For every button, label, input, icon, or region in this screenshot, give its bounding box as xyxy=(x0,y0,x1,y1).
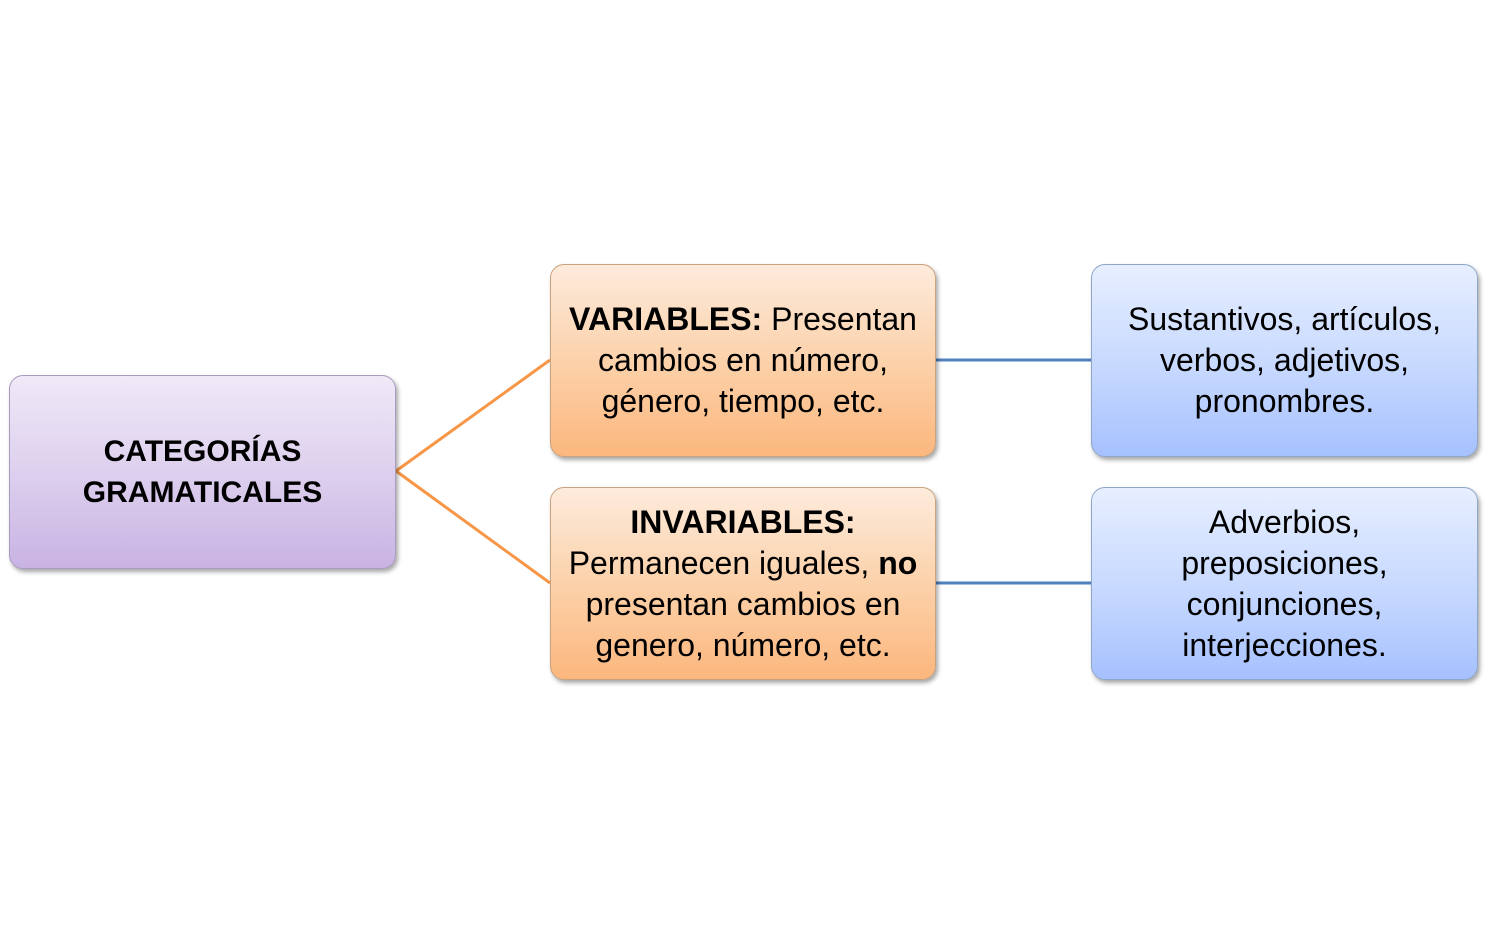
node-categorias-gramaticales: CATEGORÍAS GRAMATICALES xyxy=(9,375,396,569)
variables-text-1: Presentan xyxy=(762,301,917,337)
invariables-line-2-bold: no xyxy=(878,544,918,581)
invariables-examples-line-4: interjecciones. xyxy=(1182,626,1387,663)
root-line-2: GRAMATICALES xyxy=(82,476,323,509)
connector-root-to-variables xyxy=(395,358,551,473)
invariables-examples-line-1: Adverbios, xyxy=(1208,503,1361,540)
root-line-1: CATEGORÍAS xyxy=(103,435,302,468)
invariables-line-3: presentan cambios en xyxy=(585,585,901,622)
invariables-heading: INVARIABLES: xyxy=(630,503,856,540)
invariables-line-4: genero, número, etc. xyxy=(595,626,891,663)
invariables-line-2-text: Permanecen iguales, xyxy=(568,544,879,581)
invariables-line-2: Permanecen iguales, no xyxy=(569,543,918,584)
node-variables: VARIABLES: Presentan cambios en número, … xyxy=(550,264,936,457)
variables-text: VARIABLES: Presentan cambios en número, … xyxy=(569,299,917,422)
variables-examples-line-3: pronombres. xyxy=(1194,383,1375,419)
variables-line-2: cambios en número, xyxy=(598,342,888,378)
invariables-examples-line-2: preposiciones, xyxy=(1181,544,1388,581)
variables-line-1: VARIABLES: Presentan xyxy=(569,299,917,340)
root-text: CATEGORÍAS GRAMATICALES xyxy=(83,431,322,513)
variables-examples-text: Sustantivos, artículos, verbos, adjetivo… xyxy=(1128,299,1441,422)
variables-heading: VARIABLES: xyxy=(569,301,763,337)
variables-examples-line-2: verbos, adjetivos, xyxy=(1159,342,1409,378)
invariables-text: INVARIABLES: Permanecen iguales, no pres… xyxy=(569,502,918,666)
invariables-line-1: INVARIABLES: xyxy=(569,502,918,543)
node-invariables: INVARIABLES: Permanecen iguales, no pres… xyxy=(550,487,936,680)
variables-examples-line-1: Sustantivos, artículos, xyxy=(1127,301,1442,337)
invariables-examples-text: Adverbios, preposiciones, conjunciones, … xyxy=(1181,502,1387,666)
node-variables-examples: Sustantivos, artículos, verbos, adjetivo… xyxy=(1091,264,1478,457)
connector-root-to-invariables xyxy=(395,469,551,585)
node-invariables-examples: Adverbios, preposiciones, conjunciones, … xyxy=(1091,487,1478,680)
invariables-examples-line-3: conjunciones, xyxy=(1186,585,1383,622)
variables-line-3: género, tiempo, etc. xyxy=(601,383,885,419)
